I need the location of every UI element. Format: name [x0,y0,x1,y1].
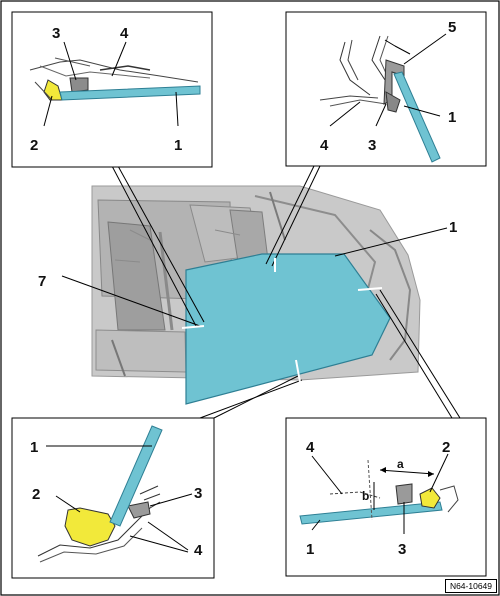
rear-side-window-glass [185,253,391,405]
detail-top-left-callout-1: 1 [174,137,182,154]
detail-bottom-right-callout-1: 1 [306,541,314,558]
detail-bottom-right-callout-2: 2 [442,439,450,456]
detail-top-right-callout-3: 3 [368,137,376,154]
detail-bottom-right-dimension-b: b [362,489,369,503]
detail-bottom-left-callout-3: 3 [194,485,202,502]
detail-top-right-illustration [319,35,441,163]
detail-top-left-illustration [29,57,201,101]
overview-callout-1: 1 [449,219,457,236]
detail-top-right-callout-5: 5 [448,19,456,36]
detail-bottom-right-callout-4: 4 [306,439,315,456]
detail-top-right-callout-1: 1 [448,109,456,126]
detail-top-left-callout-3: 3 [52,25,60,42]
detail-bottom-right-callout-3: 3 [398,541,406,558]
detail-top-left-leaders [43,41,179,127]
detail-top-left-callout-2: 2 [30,137,38,154]
detail-bottom-right-leaders [311,453,449,534]
detail-box-bottom-left [11,417,215,579]
figure-reference-code: N64-10649 [444,579,497,593]
detail-bottom-right-dimension-a: a [397,457,404,471]
detail-bottom-right-illustration [299,459,459,525]
detail-leader-lines [61,165,461,419]
detail-bottom-left-leaders [46,445,193,553]
overview-callout-7: 7 [38,273,46,290]
detail-bottom-left-callout-1: 1 [30,439,38,456]
detail-bottom-left-callout-4: 4 [194,542,203,559]
detail-top-right-leaders [329,33,447,127]
detail-bottom-left-illustration [37,425,163,563]
detail-top-right-callout-4: 4 [320,137,329,154]
detail-box-bottom-right [285,417,487,577]
detail-bottom-left-callout-2: 2 [32,486,40,503]
detail-top-left-callout-4: 4 [120,25,129,42]
glass-position-marks [181,258,383,383]
